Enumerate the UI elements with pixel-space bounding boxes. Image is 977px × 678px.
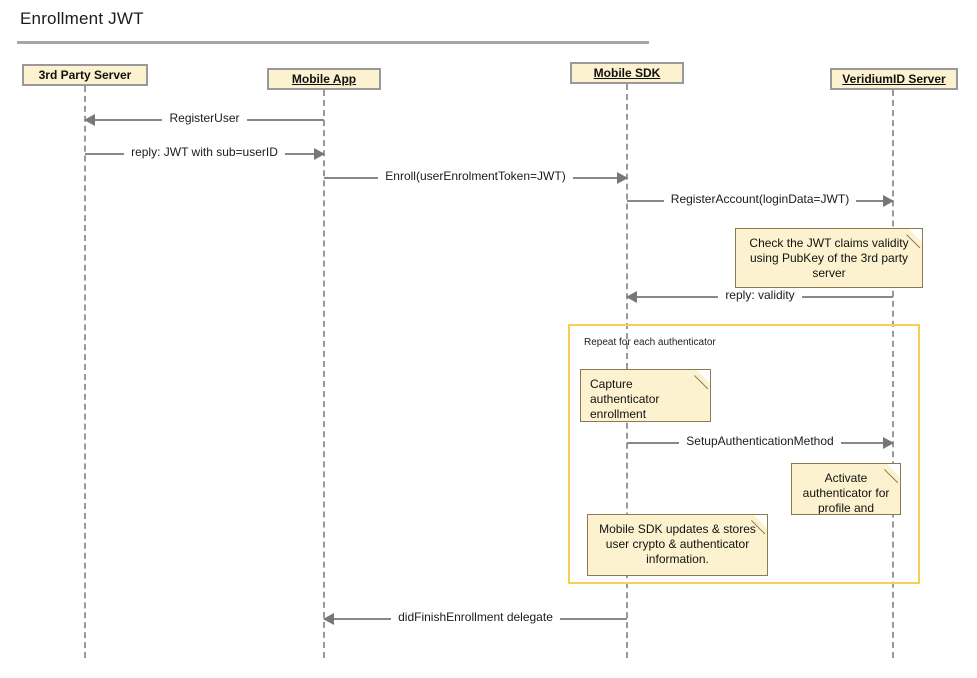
message-label: reply: validity	[627, 288, 893, 302]
note-capture-auth-text: Capture authenticator enrollment informa…	[590, 377, 660, 421]
lifeline-mobile-app	[323, 90, 325, 658]
message-label: Enroll(userEnrolmentToken=JWT)	[324, 169, 627, 183]
arrowhead-left-icon	[84, 114, 95, 126]
message-label-text: reply: validity	[718, 288, 802, 302]
fragment-repeat-authenticator	[568, 324, 920, 584]
message-reply-jwt[interactable]: reply: JWT with sub=userID	[85, 145, 325, 163]
note-capture-auth[interactable]: Capture authenticator enrollment informa…	[580, 369, 711, 422]
title-divider	[17, 41, 649, 44]
message-label-text: RegisterAccount(loginData=JWT)	[663, 192, 857, 206]
message-reply-validity[interactable]: reply: validity	[626, 288, 893, 306]
message-label: didFinishEnrollment delegate	[324, 610, 627, 624]
lifeline-label-mobile-sdk: Mobile SDK	[593, 66, 661, 80]
lifeline-label-veridiumid-server: VeridiumID Server	[842, 72, 946, 86]
message-label: RegisterUser	[85, 111, 324, 125]
arrowhead-right-icon	[883, 195, 894, 207]
message-enroll[interactable]: Enroll(userEnrolmentToken=JWT)	[324, 169, 628, 187]
message-label: SetupAuthenticationMethod	[627, 434, 893, 448]
lifeline-veridiumid-server	[892, 90, 894, 658]
arrowhead-left-icon	[323, 613, 334, 625]
note-sdk-updates[interactable]: Mobile SDK updates & stores user crypto …	[587, 514, 768, 576]
arrowhead-left-icon	[626, 291, 637, 303]
lifeline-third-party-server	[84, 86, 86, 658]
message-label-text: Enroll(userEnrolmentToken=JWT)	[378, 169, 573, 183]
arrowhead-right-icon	[314, 148, 325, 160]
note-activate-auth-text: Activate authenticator for profile and d…	[802, 471, 890, 515]
lifeline-label-third-party-server: 3rd Party Server	[38, 68, 132, 82]
message-label-text: SetupAuthenticationMethod	[679, 434, 841, 448]
message-setup-auth-method[interactable]: SetupAuthenticationMethod	[627, 434, 894, 452]
message-label: reply: JWT with sub=userID	[85, 145, 324, 159]
lifeline-label-mobile-app: Mobile App	[291, 72, 357, 86]
note-check-jwt[interactable]: Check the JWT claims validity using PubK…	[735, 228, 923, 288]
note-fold-corner-icon	[754, 515, 767, 528]
arrowhead-right-icon	[617, 172, 628, 184]
message-did-finish-enrollment[interactable]: didFinishEnrollment delegate	[323, 610, 627, 628]
message-register-user[interactable]: RegisterUser	[84, 111, 324, 129]
note-check-jwt-text: Check the JWT claims validity using PubK…	[749, 236, 909, 280]
arrowhead-right-icon	[883, 437, 894, 449]
message-register-account[interactable]: RegisterAccount(loginData=JWT)	[627, 192, 894, 210]
lifeline-header-mobile-app[interactable]: Mobile App	[267, 68, 381, 90]
note-fold-corner-icon	[887, 464, 900, 477]
message-label-text: reply: JWT with sub=userID	[124, 145, 285, 159]
note-activate-auth[interactable]: Activate authenticator for profile and d…	[791, 463, 901, 515]
page-title: Enrollment JWT	[20, 9, 144, 28]
message-label-text: RegisterUser	[162, 111, 247, 125]
message-label: RegisterAccount(loginData=JWT)	[627, 192, 893, 206]
message-label-text: didFinishEnrollment delegate	[391, 610, 560, 624]
fragment-repeat-authenticator-label: Repeat for each authenticator	[584, 337, 716, 348]
lifeline-header-third-party-server[interactable]: 3rd Party Server	[22, 64, 148, 86]
lifeline-header-mobile-sdk[interactable]: Mobile SDK	[570, 62, 684, 84]
note-sdk-updates-text: Mobile SDK updates & stores user crypto …	[599, 522, 756, 566]
note-fold-corner-icon	[909, 229, 922, 242]
lifeline-header-veridiumid-server[interactable]: VeridiumID Server	[830, 68, 958, 90]
note-fold-corner-icon	[697, 370, 710, 383]
